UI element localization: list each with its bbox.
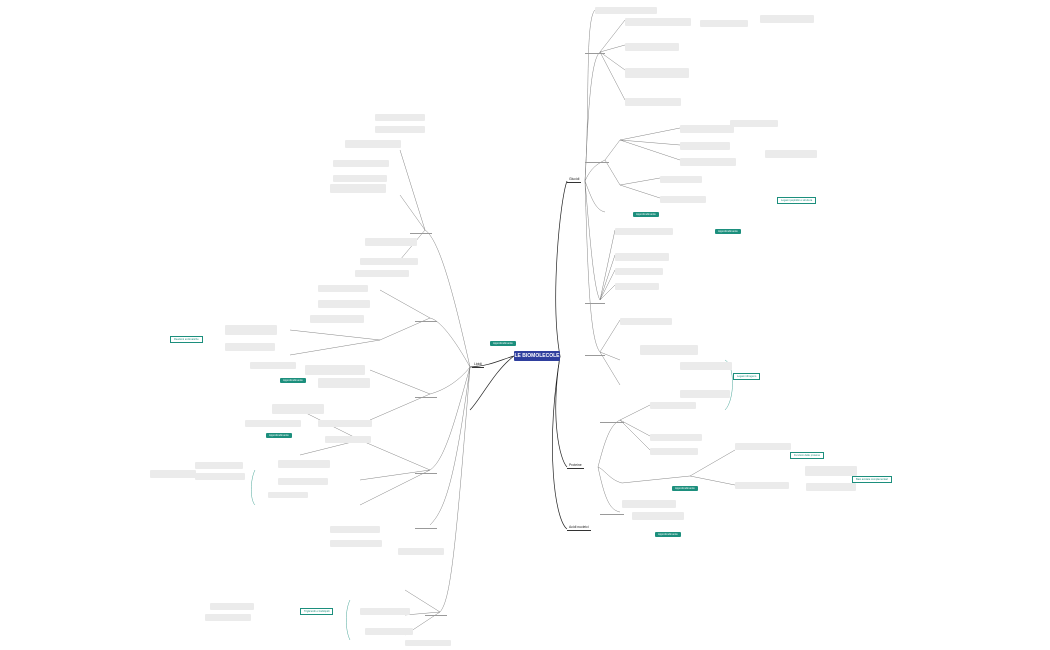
leaf-node[interactable] (375, 114, 425, 121)
leaf-node[interactable] (278, 478, 328, 485)
leaf-node[interactable] (250, 362, 296, 369)
leaf-node[interactable] (398, 548, 444, 555)
sub-branch[interactable] (585, 350, 605, 356)
sub-branch[interactable] (600, 417, 624, 423)
leaf-node[interactable] (355, 270, 409, 277)
leaf-node[interactable] (660, 176, 702, 183)
leaf-node[interactable] (625, 43, 679, 51)
tag-approfondimento[interactable]: Approfondimento (266, 433, 292, 438)
leaf-node[interactable] (760, 15, 814, 23)
leaf-node[interactable] (330, 526, 380, 533)
leaf-node[interactable] (205, 614, 251, 621)
leaf-node[interactable] (225, 343, 275, 351)
sub-branch[interactable] (415, 316, 437, 322)
leaf-node[interactable] (680, 158, 736, 166)
leaf-node[interactable] (195, 473, 245, 480)
leaf-node[interactable] (245, 420, 301, 427)
callout-node[interactable]: Basi azotate complementari (852, 476, 893, 483)
leaf-node[interactable] (325, 436, 371, 443)
leaf-node[interactable] (615, 228, 673, 235)
leaf-node[interactable] (333, 160, 389, 167)
leaf-node[interactable] (310, 315, 364, 323)
leaf-node[interactable] (272, 404, 324, 414)
tag-approfondimento[interactable]: Approfondimento (490, 341, 516, 346)
sub-branch[interactable] (425, 610, 447, 616)
sub-branch[interactable] (415, 468, 437, 474)
leaf-node[interactable] (405, 640, 451, 646)
tag-approfondimento[interactable]: Approfondimento (715, 229, 741, 234)
leaf-node[interactable] (595, 7, 657, 14)
leaf-node[interactable] (330, 184, 386, 193)
leaf-node[interactable] (375, 126, 425, 133)
tag-approfondimento[interactable]: Approfondimento (633, 212, 659, 217)
leaf-node[interactable] (730, 120, 778, 127)
leaf-node[interactable] (622, 500, 676, 508)
leaf-node[interactable] (632, 512, 684, 520)
leaf-node[interactable] (360, 608, 410, 615)
leaf-node[interactable] (333, 175, 387, 182)
leaf-node[interactable] (615, 283, 659, 290)
branch-glucidi[interactable]: Glucidi (567, 177, 582, 183)
leaf-node[interactable] (735, 443, 791, 450)
leaf-node[interactable] (615, 253, 669, 261)
leaf-node[interactable] (195, 462, 243, 469)
leaf-node[interactable] (225, 325, 277, 335)
leaf-node[interactable] (330, 540, 382, 547)
callout-node[interactable]: Trigliceridi e fosfolipidi (300, 608, 334, 615)
sub-branch[interactable] (415, 523, 437, 529)
leaf-node[interactable] (660, 196, 706, 203)
branch-proteine[interactable]: Proteine (567, 463, 584, 469)
leaf-node[interactable] (625, 18, 691, 26)
callout-node[interactable]: Legami peptidici e struttura (777, 197, 817, 204)
sub-branch[interactable] (585, 298, 605, 304)
leaf-node[interactable] (650, 448, 698, 455)
leaf-node[interactable] (150, 470, 196, 478)
leaf-node[interactable] (650, 402, 696, 409)
leaf-node[interactable] (680, 142, 730, 150)
sub-branch[interactable] (600, 509, 624, 515)
leaf-node[interactable] (625, 68, 689, 78)
root-topic[interactable]: LE BIOMOLECOLE (514, 351, 560, 361)
leaf-node[interactable] (318, 378, 370, 388)
leaf-node[interactable] (268, 492, 308, 498)
callout-node[interactable]: Reazioni enzimatiche (170, 336, 203, 343)
leaf-node[interactable] (318, 420, 372, 427)
sub-branch[interactable] (415, 392, 437, 398)
leaf-node[interactable] (318, 300, 370, 308)
leaf-node[interactable] (305, 365, 365, 375)
leaf-node[interactable] (650, 434, 702, 441)
leaf-node[interactable] (640, 345, 698, 355)
leaf-node[interactable] (620, 318, 672, 325)
leaf-node[interactable] (680, 125, 734, 133)
leaf-node[interactable] (680, 390, 730, 398)
leaf-node[interactable] (805, 466, 857, 476)
leaf-node[interactable] (625, 98, 681, 106)
branch-acidi-nucleici[interactable]: Acidi nucleici (567, 525, 591, 531)
tag-approfondimento[interactable]: Approfondimento (280, 378, 306, 383)
sub-branch[interactable] (585, 48, 605, 54)
callout-node[interactable]: Legami idrogeno (733, 373, 761, 380)
leaf-node[interactable] (615, 268, 663, 275)
leaf-node[interactable] (365, 238, 417, 246)
leaf-node[interactable] (700, 20, 748, 27)
sub-branch[interactable] (585, 157, 609, 163)
tag-approfondimento[interactable]: Approfondimento (672, 486, 698, 491)
leaf-node[interactable] (345, 140, 401, 148)
leaf-node[interactable] (765, 150, 817, 158)
leaf-node[interactable] (365, 628, 413, 635)
leaf-node[interactable] (680, 362, 732, 370)
callout-node[interactable]: Funzioni delle proteine (790, 452, 825, 459)
leaf-node[interactable] (210, 603, 254, 610)
leaf-node[interactable] (318, 285, 368, 292)
leaf-node[interactable] (735, 482, 789, 489)
leaf-node[interactable] (360, 258, 418, 265)
branch-lipidi[interactable]: Lipidi (472, 362, 484, 368)
leaf-node[interactable] (278, 460, 330, 468)
leaf-node[interactable] (806, 483, 856, 491)
sub-branch[interactable] (410, 228, 432, 234)
tag-approfondimento[interactable]: Approfondimento (655, 532, 681, 537)
